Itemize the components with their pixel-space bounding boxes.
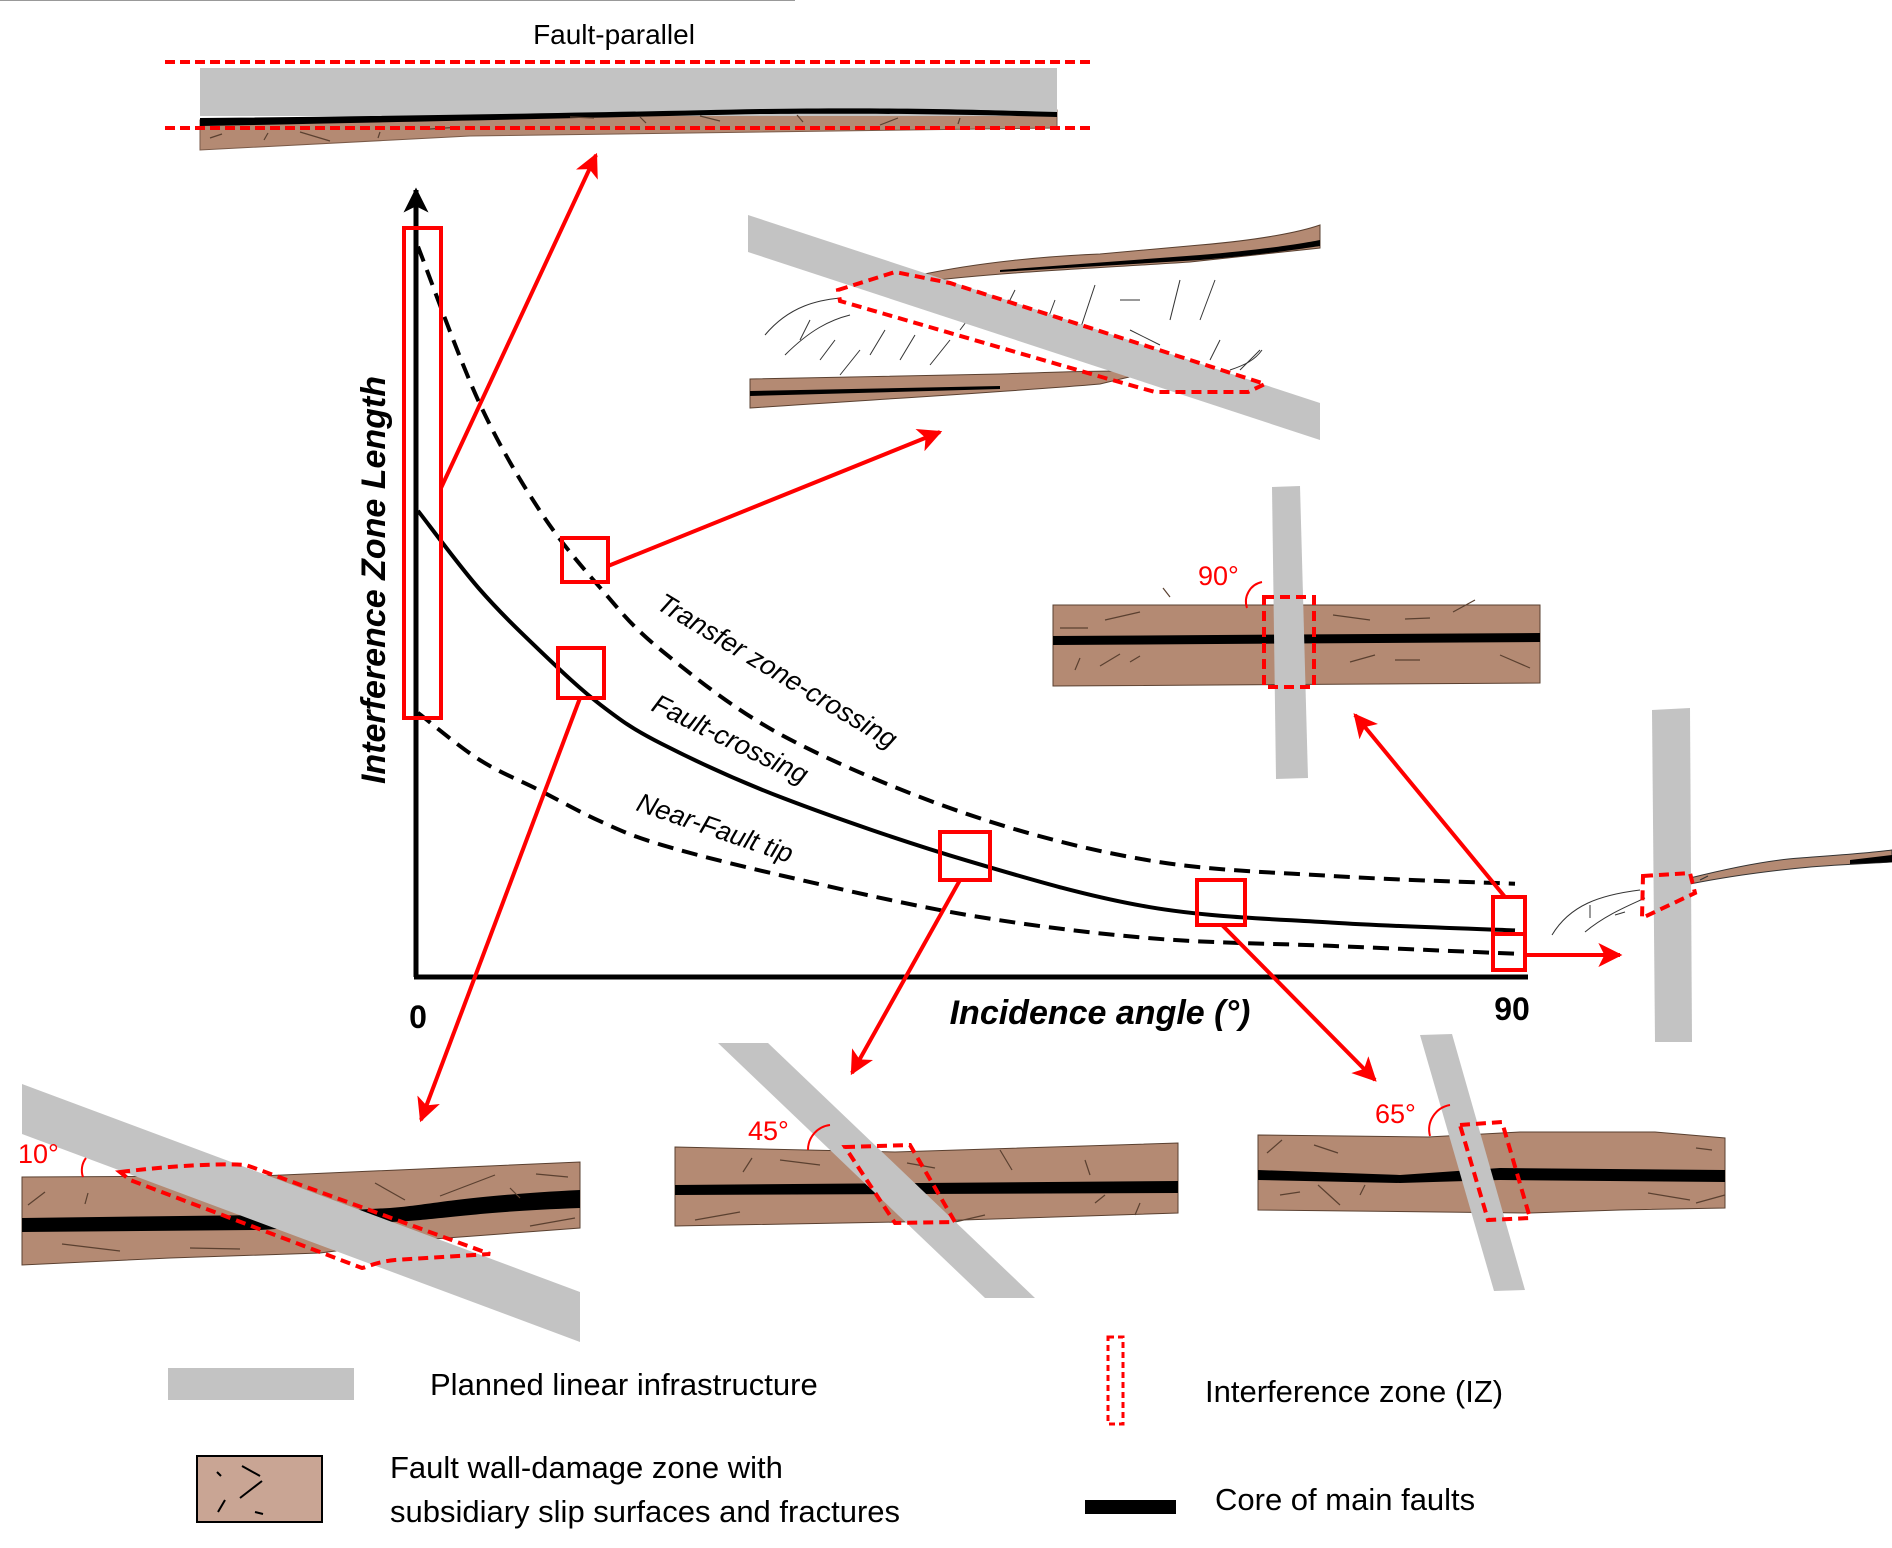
damage-zone-upper [919, 224, 1321, 283]
fault-core [22, 1190, 580, 1232]
iz-outline [841, 1142, 959, 1226]
fractures [209, 114, 961, 142]
angle-arc-45 [806, 1124, 831, 1151]
legend-swatch-iz [1106, 1335, 1125, 1426]
legend-swatch-infrastructure [168, 1368, 354, 1400]
highlight-box-transfer [560, 536, 610, 584]
angle-arc-90 [1244, 581, 1263, 609]
fault-core-upper [1000, 240, 1320, 272]
legend-label-damage-line1: Fault wall-damage zone with [390, 1450, 783, 1485]
arrow-to-fault-parallel [439, 152, 598, 489]
infrastructure-band [22, 1084, 580, 1342]
arrow-to-45deg-sketch [850, 879, 962, 1076]
x-tick-90: 90 [1494, 991, 1530, 1027]
curve-fault-crossing [416, 509, 1516, 933]
angle-arc-10 [80, 1157, 87, 1178]
angle-label-10: 10° [18, 1139, 59, 1169]
iz-outline [835, 269, 1271, 394]
infrastructure-band [200, 68, 1057, 116]
fault-parallel-sketch: Fault-parallel [165, 19, 1090, 151]
fractures [27, 1173, 576, 1252]
legend-swatch-damage-zone [196, 1455, 323, 1523]
fault-core [1850, 855, 1892, 864]
y-axis-title: Interference Zone Length [355, 376, 393, 784]
highlight-box-0deg [402, 226, 443, 720]
angle-label-65: 65° [1375, 1099, 1416, 1129]
infrastructure-band [1272, 486, 1308, 779]
legend-swatch-core [1085, 1500, 1176, 1514]
curve-near-fault-tip [416, 711, 1516, 956]
sketch-65deg: 65° [1257, 1034, 1726, 1291]
arrow-to-10deg-sketch [417, 697, 582, 1123]
legend-label-infrastructure: Planned linear infrastructure [430, 1367, 818, 1402]
legend-label-damage-line2: subsidiary slip surfaces and fractures [390, 1494, 900, 1529]
damage-zone [1689, 849, 1892, 885]
legend: Planned linear infrastructure Interferen… [168, 1335, 1503, 1529]
sketch-10deg: 10° [18, 1084, 581, 1342]
fault-core [200, 108, 1057, 126]
iz-outline [1262, 595, 1316, 689]
angle-label-45: 45° [748, 1116, 789, 1146]
fault-core [675, 1181, 1178, 1195]
iz-outline [1457, 1119, 1533, 1223]
highlight-box-90deg-tip [1491, 932, 1527, 972]
angle-arc-65 [1428, 1104, 1451, 1137]
sketch-45deg: 45° [674, 1043, 1179, 1298]
highlight-layer [402, 152, 1623, 1123]
transfer-zone-sketch [0, 0, 1321, 440]
legend-label-core: Core of main faults [1215, 1482, 1475, 1517]
perpendicular-sketch: 90° [1052, 486, 1541, 779]
fractures [1060, 587, 1531, 671]
fracture-web [0, 0, 1263, 376]
x-axis-title: Incidence angle (°) [950, 994, 1251, 1032]
fault-tip-sketch [1551, 708, 1892, 1042]
curve-label-tip: Near-Fault tip [633, 787, 797, 868]
highlight-box-65deg [1195, 878, 1247, 927]
fault-core-lower [750, 386, 1000, 396]
curve-transfer-zone-crossing [416, 245, 1516, 886]
arrow-to-90deg-sketch [1353, 713, 1507, 899]
curve-layer [416, 245, 1516, 956]
fractures [1266, 1139, 1726, 1206]
arrow-to-65deg-sketch [1220, 923, 1377, 1082]
x-tick-0: 0 [409, 999, 427, 1035]
infrastructure-band [718, 1043, 1035, 1298]
infrastructure-band [1652, 708, 1692, 1042]
arrow-to-transfer-sketch [607, 428, 943, 568]
legend-label-iz: Interference zone (IZ) [1205, 1374, 1503, 1409]
iz-outline [115, 1162, 491, 1271]
angle-label-90: 90° [1198, 561, 1239, 591]
highlight-box-45deg [938, 830, 992, 882]
fault-parallel-label: Fault-parallel [533, 19, 695, 50]
iz-outline [1639, 870, 1698, 922]
highlight-box-10deg [556, 646, 606, 700]
